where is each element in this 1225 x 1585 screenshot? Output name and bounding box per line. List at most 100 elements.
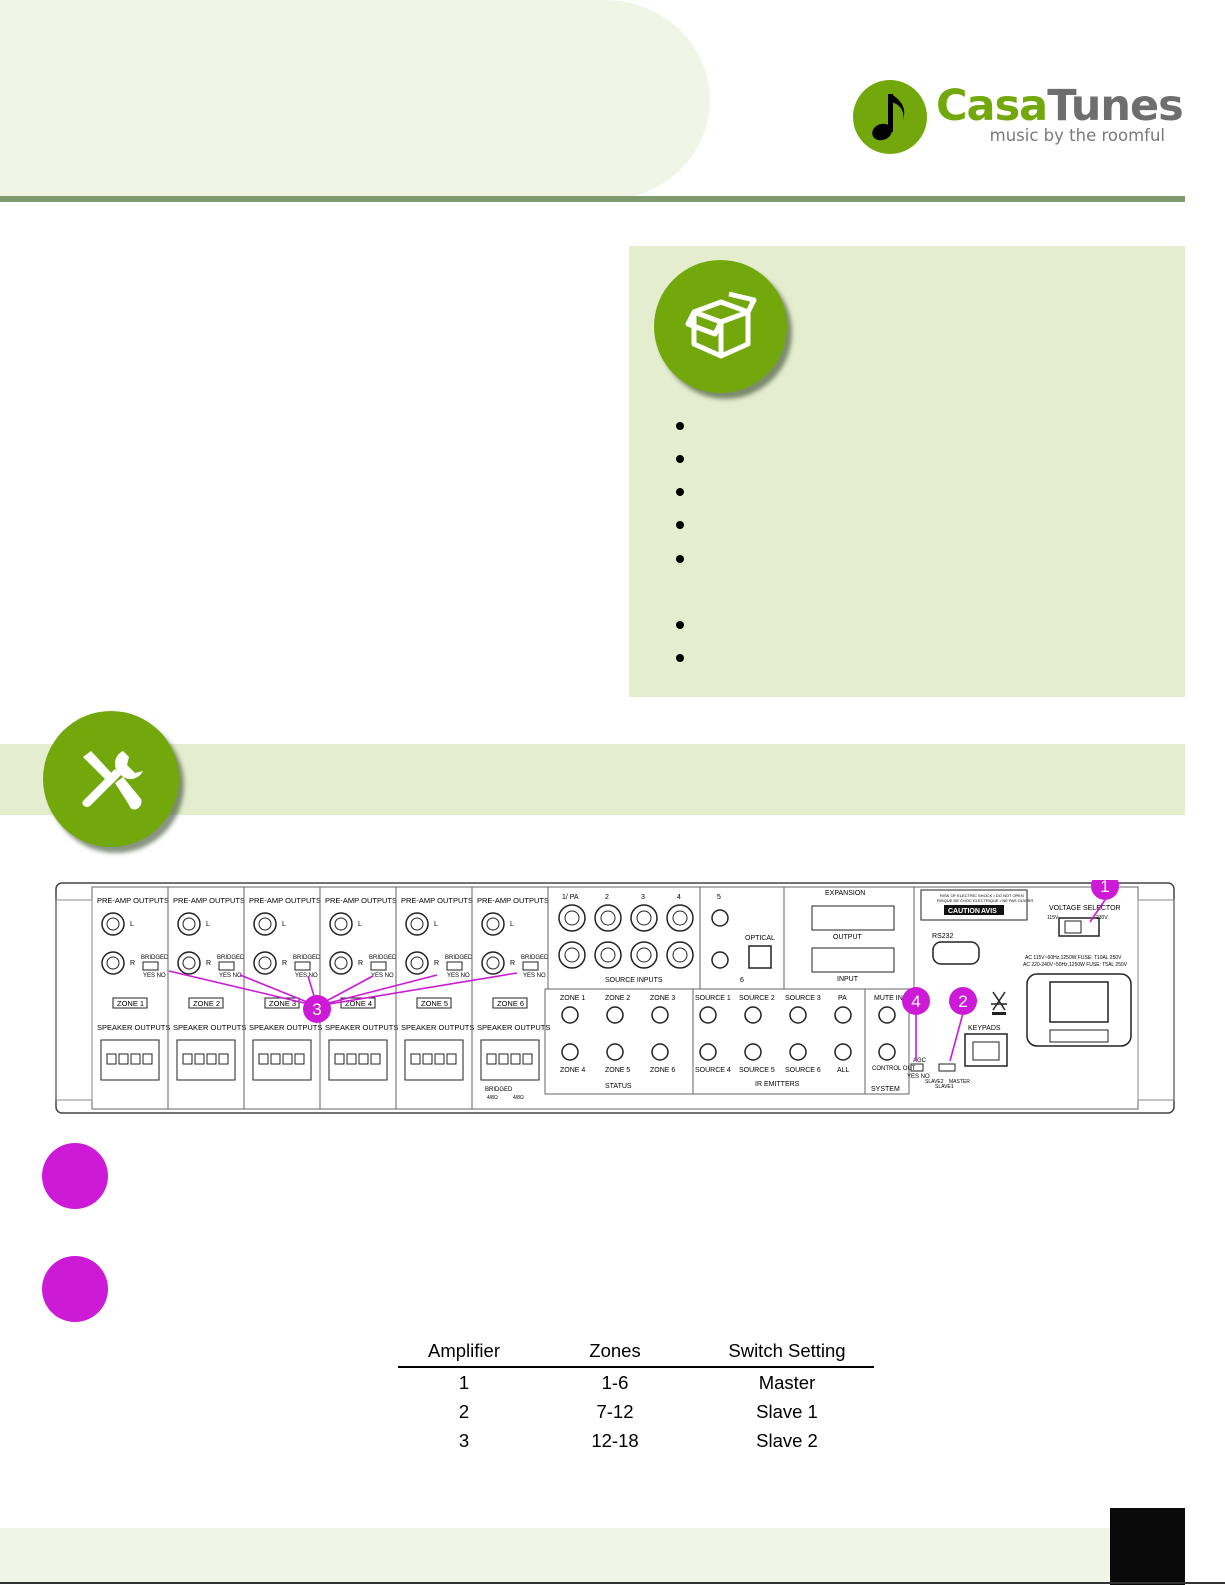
table-header-row: Amplifier Zones Switch Setting [398,1336,874,1368]
table-header: Zones [530,1336,700,1368]
callout-4: 4 [911,992,920,1011]
speaker-label: SPEAKER OUTPUTS [401,1023,474,1032]
yes-no-label: YES NO [371,973,394,979]
list-item [676,521,684,529]
avis-label: AVIS [981,908,997,915]
zone-label: ZONE 1 [117,999,144,1008]
system-label: SYSTEM [871,1086,900,1093]
source-col-label: 1/ PA [562,894,579,901]
keypads-label: KEYPADS [968,1025,1001,1032]
list-item [676,455,684,463]
output-label: OUTPUT [833,934,863,941]
yes-no-label: YES NO [295,973,318,979]
yes-no-label: YES NO [143,973,166,979]
channel-l: L [358,921,362,928]
bridged-label: BRIDGED [445,955,473,961]
table-cell: 2 [458,1400,470,1422]
ir-source-label: SOURCE 2 [739,995,775,1002]
yes-no-label: YES NO [907,1074,930,1080]
ir-source-label: SOURCE 1 [695,995,731,1002]
callout-3: 3 [312,1000,321,1019]
expansion-label: EXPANSION [825,890,865,897]
bridged-label: BRIDGED [521,955,549,961]
source-col-label: 3 [641,894,645,901]
table-cell: 7-12 [596,1400,634,1422]
logo-wordmark: CasaTunes [936,81,1184,131]
table-cell: Slave 2 [756,1429,818,1451]
ir-source-label: SOURCE 5 [739,1067,775,1074]
ac-rating-text: AC 115V~60Hz,1250W FUSE: T10AL 250V [1025,955,1122,961]
table-cell: 1-6 [601,1371,629,1393]
callout-3-arrows [168,899,1106,1062]
table-row: 2 7-12 Slave 1 [398,1397,874,1426]
channel-l: L [510,921,514,928]
table-cell: 1 [458,1371,470,1393]
ir-source-label: SOURCE 4 [695,1067,731,1074]
status-zone-label: ZONE 3 [650,995,675,1002]
status-zone-label: ZONE 1 [560,995,585,1002]
ohm-label: 4/8Ω [487,1095,498,1101]
channel-l: L [434,921,438,928]
speaker-label: SPEAKER OUTPUTS [97,1023,170,1032]
list-item [676,422,684,430]
header-background [0,0,710,200]
amplifier-rear-panel: PRE-AMP OUTPUTS L R BRIDGED YES NO ZONE … [55,872,1175,1116]
zone-label: ZONE 2 [193,999,220,1008]
yes-no-label: YES NO [447,973,470,979]
preamp-label: PRE-AMP OUTPUTS [249,896,321,905]
channel-r: R [510,960,515,967]
source-col-label: 2 [605,894,609,901]
list-item [676,488,684,496]
rs232-label: RS232 [932,933,954,940]
table-cell: 3 [458,1429,470,1451]
bridged-label: BRIDGED [293,955,321,961]
table-row: 3 12-18 Slave 2 [398,1426,874,1455]
speaker-label: SPEAKER OUTPUTS [325,1023,398,1032]
channel-r: R [434,960,439,967]
list-item [676,621,684,629]
yes-no-label: YES NO [523,973,546,979]
ir-source-label: SOURCE 6 [785,1067,821,1074]
logo-word-tunes: Tunes [1047,81,1184,131]
caution-label: CAUTION [948,908,980,915]
slave1-label: SLAVE1 [935,1084,954,1090]
table-row: 1 1-6 Master [398,1367,874,1397]
speaker-label: SPEAKER OUTPUTS [173,1023,246,1032]
channel-r: R [206,960,211,967]
logo-tagline: music by the roomful [989,126,1165,145]
amplifier-switch-table: Amplifier Zones Switch Setting 1 1-6 Mas… [398,1336,874,1455]
voltage-selector-label: VOLTAGE SELECTOR [1049,905,1121,912]
zone-label: ZONE 5 [421,999,448,1008]
zone-label: ZONE 3 [269,999,296,1008]
yes-no-label: YES NO [219,973,242,979]
speaker-label: SPEAKER OUTPUTS [249,1023,322,1032]
all-label: ALL [837,1067,850,1074]
voltage-115-label: 115V [1047,915,1059,921]
list-item [676,555,684,563]
music-note-icon [853,80,927,154]
table-cell: Master [758,1371,816,1393]
open-box-icon [654,260,787,393]
zone-label: ZONE 4 [345,999,372,1008]
zone-column-3: PRE-AMP OUTPUTS L R BRIDGED YES NO ZONE … [249,887,322,1109]
slave2-label: SLAVE2 [925,1079,944,1085]
table-header: Switch Setting [700,1336,874,1368]
callout-dot-2 [42,1256,108,1322]
table-cell: Slave 1 [756,1400,818,1422]
warning-text: RISK OF ELECTRIC SHOCK • DO NOT OPEN [940,893,1024,898]
zone-column-6: PRE-AMP OUTPUTS L R BRIDGED YES NO ZONE … [477,896,550,1101]
table-cell: 12-18 [591,1429,639,1451]
preamp-label: PRE-AMP OUTPUTS [173,896,245,905]
status-block: ZONE 1 ZONE 2 ZONE 3 ZONE 4 ZONE 5 ZONE … [544,988,694,1095]
mute-in-label: MUTE IN [874,995,903,1002]
voltage-230-label: 230V [1096,915,1108,921]
bridged-bottom-label: BRIDGED [485,1087,513,1093]
voltage-block: VOLTAGE SELECTOR 115V 230V AC 115V~60Hz,… [1023,905,1132,1047]
table-header: Amplifier [398,1336,530,1368]
speaker-label: SPEAKER OUTPUTS [477,1023,550,1032]
source-col-label: 4 [677,894,681,901]
six-label: 6 [740,977,744,984]
wrench-screwdriver-icon [43,711,179,847]
callout-2: 2 [958,992,967,1011]
ir-source-label: SOURCE 3 [785,995,821,1002]
